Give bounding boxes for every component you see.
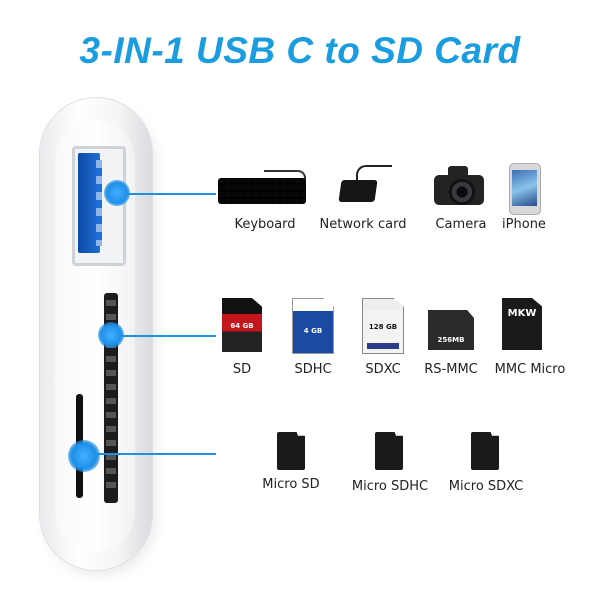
usb-connector-dot xyxy=(104,180,130,206)
card-label-sd: SD xyxy=(232,362,252,377)
micro-connector-dot xyxy=(68,440,100,472)
keyboard-cable xyxy=(264,170,306,182)
sd-connector-dot xyxy=(98,322,124,348)
iphone-screen xyxy=(512,170,537,206)
sd-card-icon: 64 GB xyxy=(222,298,262,352)
device-label-camera: Camera xyxy=(435,217,487,232)
mmc-micro-card-icon: MKW xyxy=(502,298,542,350)
page-title: 3-IN-1 USB C to SD Card xyxy=(79,30,521,71)
micro-connector-line xyxy=(94,453,216,455)
sd-card-text: 64 GB xyxy=(230,322,254,330)
card-label-micro-sdhc: Micro SDHC xyxy=(351,479,429,494)
usb-connector-line xyxy=(118,193,216,195)
network-card-cable xyxy=(356,165,392,183)
keyboard-icon xyxy=(218,178,306,204)
network-card-icon xyxy=(338,180,378,202)
card-label-sdhc: SDHC xyxy=(294,362,332,377)
sdhc-card-text: 4 GB xyxy=(303,327,323,335)
sd-connector-line xyxy=(110,335,216,337)
micro-sdxc-card-icon xyxy=(471,432,499,470)
card-label-micro-sd: Micro SD xyxy=(262,477,320,492)
usb-port-pins xyxy=(96,160,102,246)
card-label-mmc-micro: MMC Micro xyxy=(494,362,566,377)
rs-mmc-card-icon: 256MB xyxy=(428,310,474,350)
device-label-network-card: Network card xyxy=(319,217,407,232)
rs-mmc-card-text: 256MB xyxy=(437,336,465,344)
device-label-keyboard: Keyboard xyxy=(234,217,296,232)
camera-lens-icon xyxy=(449,179,475,205)
sd-card-slot-pins xyxy=(106,300,116,496)
sdxc-card-icon: 128 GB xyxy=(362,298,404,354)
mmc-micro-card-text: MKW xyxy=(507,308,537,319)
card-label-sdxc: SDXC xyxy=(365,362,401,377)
sdxc-card-text: 128 GB xyxy=(368,323,398,331)
device-label-iphone: iPhone xyxy=(502,217,546,232)
sdhc-card-icon: 4 GB xyxy=(292,298,334,354)
micro-sdhc-card-icon xyxy=(375,432,403,470)
usb-port-tongue xyxy=(78,153,100,253)
micro-sd-card-icon xyxy=(277,432,305,470)
card-label-micro-sdxc: Micro SDXC xyxy=(448,479,524,494)
card-label-rs-mmc: RS-MMC xyxy=(424,362,478,377)
camera-top xyxy=(448,166,468,176)
